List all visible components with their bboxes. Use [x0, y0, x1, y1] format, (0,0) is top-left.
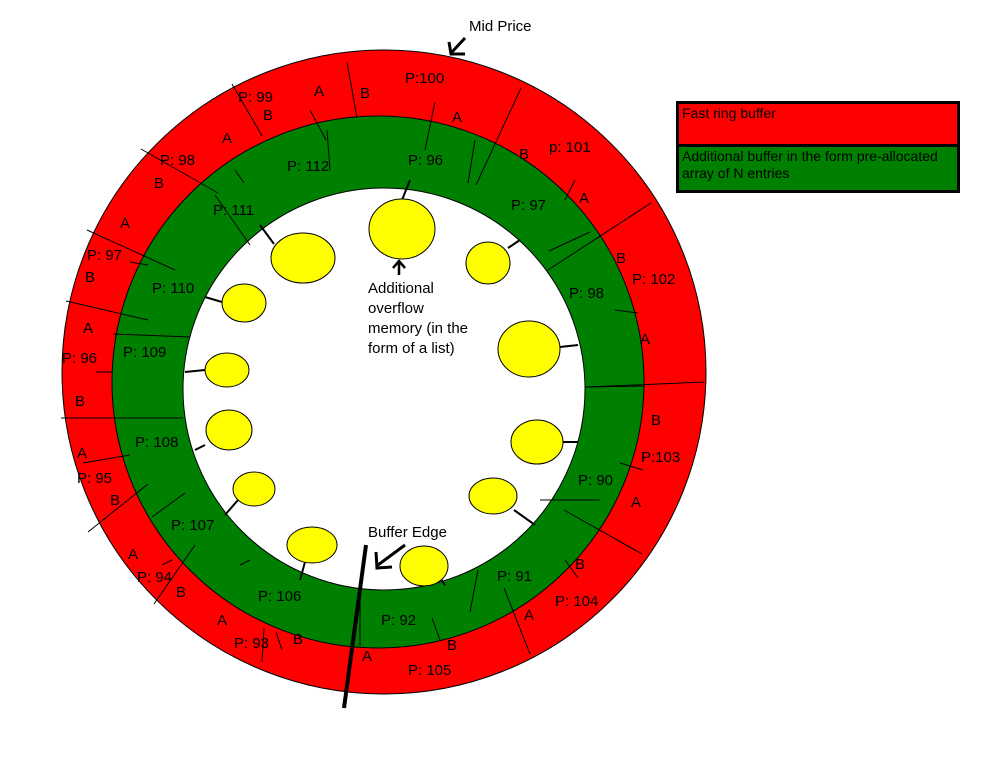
inner-price-label: P: 98 — [569, 285, 604, 302]
outer-ring-side-labels: A B B A B A B A A B B A A B B A B A A B … — [75, 83, 661, 665]
outer-price-label: P: 94 — [137, 569, 172, 586]
side-label-b: B — [575, 556, 585, 573]
outer-price-label: P: 98 — [160, 152, 195, 169]
overflow-node — [221, 283, 267, 323]
side-label-a: A — [631, 494, 641, 511]
side-label-b: B — [293, 631, 303, 648]
buffer-edge-label: Buffer Edge — [368, 524, 447, 541]
outer-price-label: p: 101 — [549, 139, 591, 156]
outer-price-label: P:103 — [641, 449, 680, 466]
inner-price-label: P: 112 — [287, 158, 329, 175]
side-label-b: B — [85, 269, 95, 286]
side-label-a: A — [128, 546, 138, 563]
outer-price-label: P: 93 — [234, 635, 269, 652]
outer-ring-price-labels: P:100 p: 101 P: 102 P:103 P: 104 P: 105 … — [62, 70, 680, 679]
outer-ring-dividers — [61, 61, 705, 663]
side-label-b: B — [447, 637, 457, 654]
overflow-node — [270, 232, 336, 284]
inner-price-label: P: 108 — [135, 434, 178, 451]
buffer-edge-annotation: Buffer Edge — [342, 524, 447, 709]
side-label-b: B — [519, 146, 529, 163]
overflow-label-line: memory (in the — [368, 320, 468, 337]
down-arrow-icon — [447, 36, 467, 56]
outer-price-label: P: 97 — [87, 247, 122, 264]
outer-price-label: P: 105 — [408, 662, 451, 679]
legend-label: Additional buffer in the form pre-alloca… — [682, 148, 938, 181]
inner-ring-price-labels: P: 96 P: 97 P: 98 P: 90 P: 91 P: 92 P: 1… — [123, 152, 613, 629]
overflow-node — [286, 526, 338, 564]
mid-price-label: Mid Price — [469, 18, 532, 35]
side-label-a: A — [217, 612, 227, 629]
inner-price-label: P: 96 — [408, 152, 443, 169]
side-label-a: A — [120, 215, 130, 232]
inner-price-label: P: 90 — [578, 472, 613, 489]
mid-price-annotation: Mid Price — [447, 18, 532, 56]
side-label-a: A — [77, 445, 87, 462]
legend-fast-ring-buffer: Fast ring buffer — [676, 101, 960, 147]
inner-price-label: P: 92 — [381, 612, 416, 629]
overflow-node — [465, 241, 511, 285]
side-label-b: B — [360, 85, 370, 102]
buffer-edge-line — [342, 544, 368, 709]
inner-price-label: P: 91 — [497, 568, 532, 585]
up-arrow-icon — [392, 259, 406, 275]
side-label-a: A — [314, 83, 324, 100]
side-label-b: B — [75, 393, 85, 410]
node-connectors — [184, 179, 579, 586]
inner-price-label: P: 106 — [258, 588, 301, 605]
inner-price-label: P: 110 — [152, 280, 194, 297]
side-label-b: B — [616, 250, 626, 267]
overflow-annotation: Additional overflow memory (in the form … — [368, 259, 468, 357]
outer-price-label: P: 95 — [77, 470, 112, 487]
side-label-a: A — [452, 109, 462, 126]
overflow-label-line: overflow — [368, 300, 424, 317]
overflow-node — [510, 419, 564, 465]
side-label-a: A — [362, 648, 372, 665]
side-label-b: B — [154, 175, 164, 192]
side-label-b: B — [263, 107, 273, 124]
overflow-node — [468, 477, 518, 515]
legend-additional-buffer: Additional buffer in the form pre-alloca… — [676, 147, 960, 193]
overflow-nodes — [204, 198, 564, 587]
side-label-a: A — [83, 320, 93, 337]
outer-price-label: P: 104 — [555, 593, 598, 610]
outer-price-label: P: 96 — [62, 350, 97, 367]
overflow-node — [205, 409, 253, 451]
overflow-node — [368, 198, 436, 260]
side-label-a: A — [222, 130, 232, 147]
overflow-label-line: Additional — [368, 280, 434, 297]
side-label-a: A — [579, 190, 589, 207]
overflow-node — [232, 471, 276, 507]
legend-label: Fast ring buffer — [682, 105, 776, 121]
outer-price-label: P: 102 — [632, 271, 675, 288]
inner-price-label: P: 97 — [511, 197, 546, 214]
inner-ring-dividers — [112, 129, 646, 646]
side-label-b: B — [110, 492, 120, 509]
side-label-b: B — [651, 412, 661, 429]
overflow-label-line: form of a list) — [368, 340, 455, 357]
inner-price-label: P: 109 — [123, 344, 166, 361]
side-label-a: A — [524, 607, 534, 624]
overflow-node — [204, 352, 250, 388]
inner-price-label: P: 111 — [213, 202, 254, 219]
overflow-node — [399, 545, 449, 587]
inner-price-label: P: 107 — [171, 517, 214, 534]
side-label-a: A — [640, 331, 650, 348]
outer-price-label: P: 99 — [238, 89, 273, 106]
pointer-arrow-icon — [374, 543, 406, 570]
side-label-b: B — [176, 584, 186, 601]
overflow-node — [497, 320, 561, 378]
outer-price-label: P:100 — [405, 70, 444, 87]
